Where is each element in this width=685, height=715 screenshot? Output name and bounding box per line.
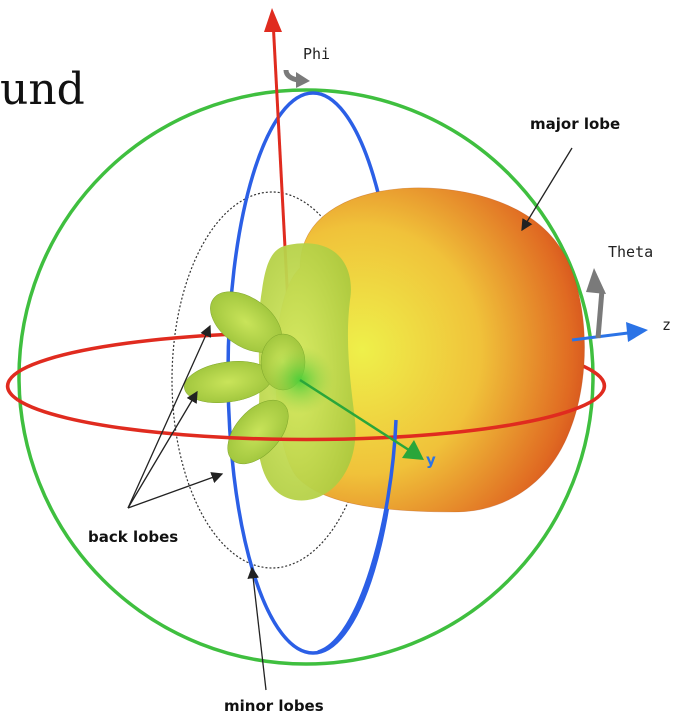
theta-rotation-arrowhead	[586, 268, 606, 294]
back-lobes-pointer-1	[127, 324, 212, 509]
minor-lobes-pointer	[247, 566, 267, 691]
theta-label: Theta	[608, 243, 653, 261]
phi-label: Phi	[303, 45, 330, 63]
back-lobes-pointer-2	[127, 390, 198, 509]
y-label: y	[426, 451, 436, 469]
back-lobes-pointer-3	[127, 472, 224, 509]
phi-rotation-arrowhead	[296, 72, 310, 88]
y-axis	[299, 378, 413, 454]
back-lobes-label: back lobes	[88, 528, 178, 546]
phi-axis-arrowhead	[264, 8, 282, 32]
partial-heading: und	[0, 64, 85, 115]
minor-lobes-label: minor lobes	[224, 697, 324, 715]
sphere-circle	[17, 88, 595, 666]
major-lobe-label: major lobe	[530, 115, 620, 133]
theta-rotation-arrow	[595, 289, 605, 339]
azimuth-ring-front	[17, 370, 607, 442]
z-label: z	[662, 316, 671, 334]
major-lobe-pointer	[521, 147, 573, 232]
y-axis-arrowhead	[402, 440, 424, 460]
z-axis-arrowhead	[626, 322, 648, 342]
elevation-ring-front	[317, 419, 398, 654]
